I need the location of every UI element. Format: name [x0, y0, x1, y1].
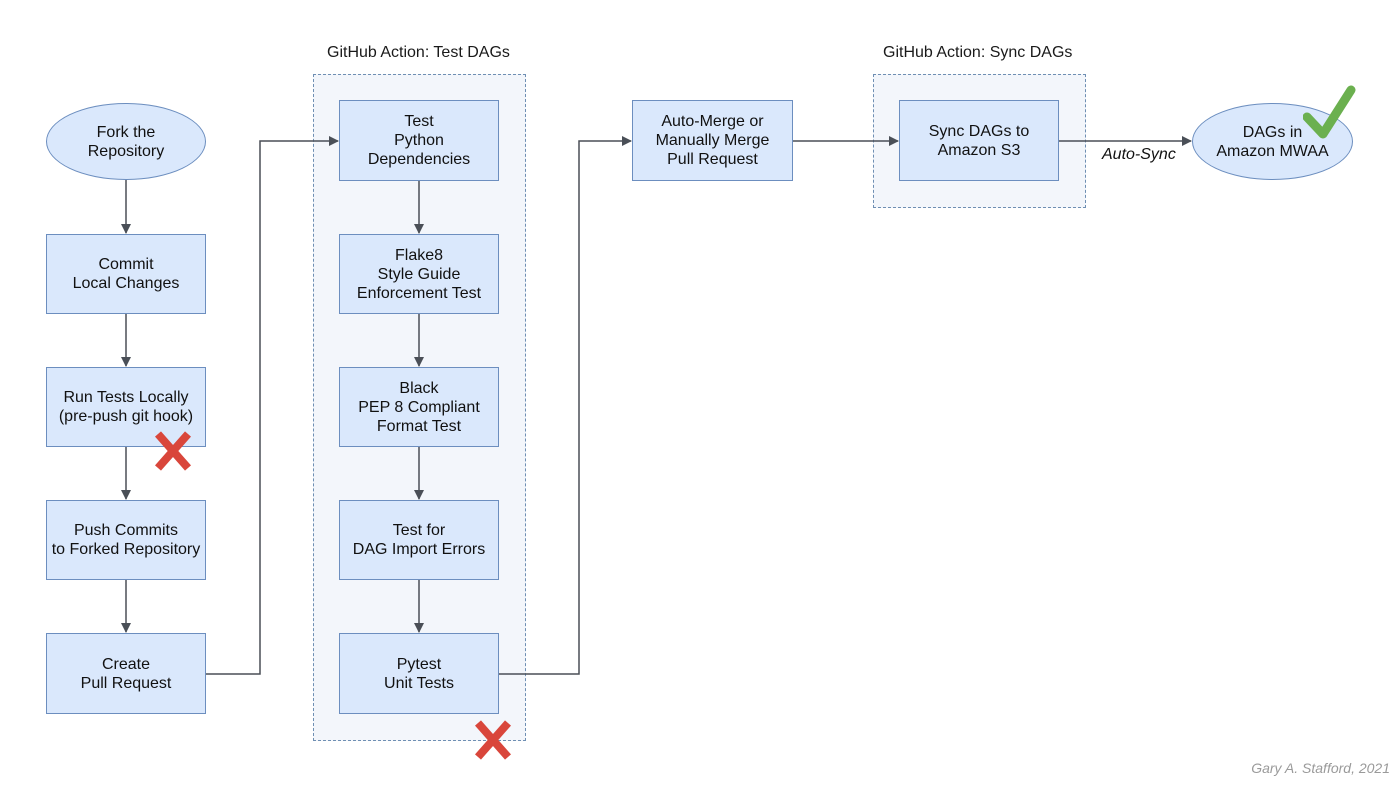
node-sync-dags-s3: Sync DAGs to Amazon S3 — [899, 100, 1059, 181]
node-run-tests-locally: Run Tests Locally (pre-push git hook) — [46, 367, 206, 447]
node-merge-pull-request: Auto-Merge or Manually Merge Pull Reques… — [632, 100, 793, 181]
red-x-icon — [475, 720, 511, 760]
edge-pytest-merge — [499, 136, 632, 675]
node-dag-import-errors-test: Test for DAG Import Errors — [339, 500, 499, 580]
green-check-icon — [1303, 85, 1356, 139]
node-test-python-dependencies: Test Python Dependencies — [339, 100, 499, 181]
red-x-icon — [155, 431, 191, 471]
node-create-pull-request: Create Pull Request — [46, 633, 206, 714]
node-pytest-unit-tests: Pytest Unit Tests — [339, 633, 499, 714]
node-push-commits: Push Commits to Forked Repository — [46, 500, 206, 580]
node-black-format-test: Black PEP 8 Compliant Format Test — [339, 367, 499, 447]
author-credit: Gary A. Stafford, 2021 — [1251, 760, 1390, 776]
node-fork-repository: Fork the Repository — [46, 103, 206, 180]
node-dags-in-mwaa: DAGs in Amazon MWAA — [1192, 103, 1353, 180]
node-flake8-test: Flake8 Style Guide Enforcement Test — [339, 234, 499, 314]
group-sync-dags-label: GitHub Action: Sync DAGs — [883, 44, 1073, 61]
node-commit-local-changes: Commit Local Changes — [46, 234, 206, 314]
group-test-dags-label: GitHub Action: Test DAGs — [327, 44, 510, 61]
edge-create-pr-test-python — [206, 136, 339, 675]
edge-label-auto-sync: Auto-Sync — [1102, 146, 1176, 163]
